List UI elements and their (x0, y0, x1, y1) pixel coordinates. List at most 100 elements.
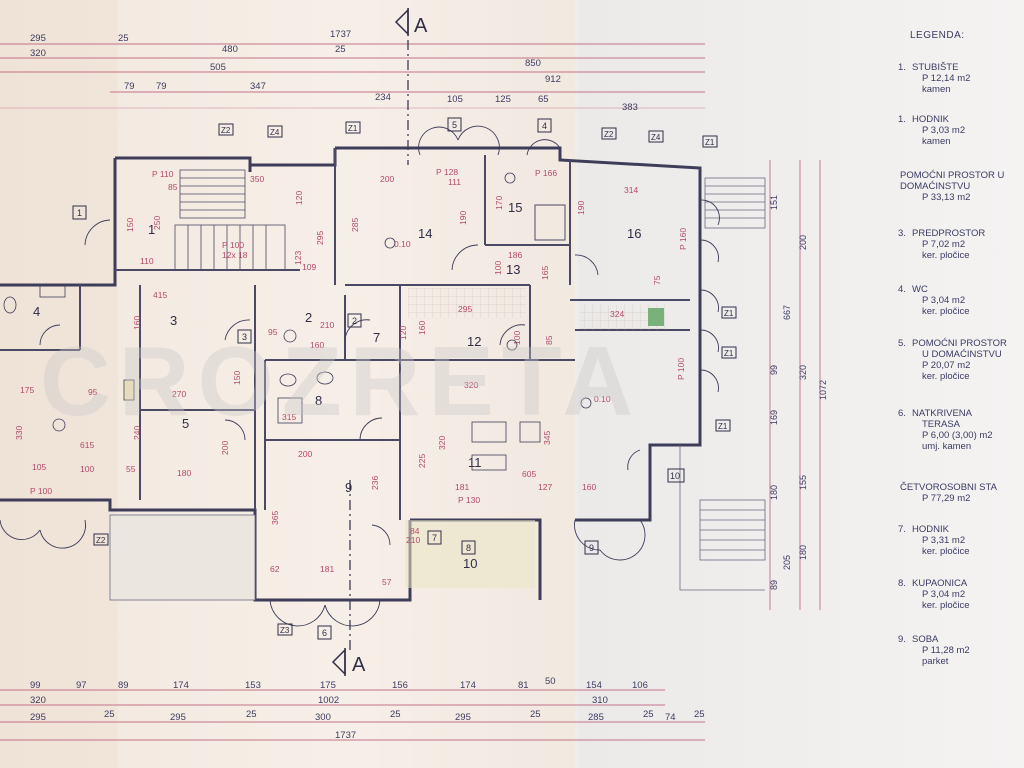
dim-r11-127: 127 (538, 482, 552, 492)
legend-material: kamen (922, 84, 951, 95)
section-label-top: A (414, 15, 428, 37)
dim-r1-295: 295 (315, 231, 325, 245)
door-4-num: 4 (542, 121, 547, 131)
dim-top-79b: 79 (156, 81, 167, 92)
dim-r8-160: 160 (310, 340, 324, 350)
dim-bot-175: 175 (320, 680, 336, 691)
legend-section-cetvorosobni: ČETVOROSOBNI STA P 77,29 m2 (898, 482, 1024, 504)
dim-right-320: 320 (798, 365, 808, 380)
dim-right-180b: 180 (798, 545, 808, 560)
tag-z1-c (721, 306, 737, 319)
dim-r11-p130: P 130 (458, 495, 480, 505)
legend-num: 5. (898, 338, 906, 349)
dim-r11-605: 605 (522, 469, 536, 479)
dim-bot-285: 285 (588, 712, 604, 723)
dim-bot-1002: 1002 (318, 695, 339, 706)
dim-r12-85: 85 (544, 335, 554, 345)
dim-right-667: 667 (782, 305, 792, 320)
dim-r5-615: 615 (80, 440, 94, 450)
dim-top-79a: 79 (124, 81, 135, 92)
dim-r16-314: 314 (624, 185, 638, 195)
tag-z2-b (601, 127, 617, 140)
dim-bot-1737: 1737 (335, 730, 356, 741)
legend-panel: LEGENDA: 1.STUBIŠTE P 12,14 m2 kamen 1.H… (898, 30, 1024, 730)
tag-z2-b-text: Z2 (604, 130, 614, 139)
dim-bot-156: 156 (392, 680, 408, 691)
door-2-box (347, 313, 362, 328)
legend-material: parket (922, 656, 949, 667)
legend-name: POMOĆNI PROSTOR (912, 338, 1007, 349)
dim-right-1072: 1072 (818, 380, 828, 400)
tag-z4-b (648, 130, 664, 143)
dim-bot-310: 310 (592, 695, 608, 706)
dim-bot-295c: 295 (455, 712, 471, 723)
dim-r1-123: 123 (293, 251, 303, 265)
dim-bot-81: 81 (518, 680, 529, 691)
dim-r8-95: 95 (268, 327, 278, 337)
tag-z2-c (93, 533, 109, 546)
legend-num: 8. (898, 578, 906, 589)
legend-material: kamen (922, 136, 951, 147)
dim-bot-97: 97 (76, 680, 87, 691)
legend-area: P 3,31 m2 (922, 535, 966, 546)
door-8-num: 8 (466, 543, 471, 553)
legend-item-9: 9.SOBA P 11,28 m2 parket (898, 634, 1024, 667)
dim-top-912: 912 (545, 74, 561, 85)
dim-r1-120: 120 (294, 191, 304, 205)
dim-r13-186: 186 (508, 250, 522, 260)
dim-bot-89: 89 (118, 680, 129, 691)
legend-material: ker. pločice (922, 546, 970, 557)
dim-r16-190: 190 (576, 201, 586, 215)
dim-bot-74: 74 (665, 712, 676, 723)
legend-material: ker. pločice (922, 371, 970, 382)
tag-z2-a-text: Z2 (221, 126, 231, 135)
tag-z1-c-text: Z1 (724, 309, 734, 318)
dim-r3-160: 160 (132, 316, 142, 330)
dim-r14-190: 190 (458, 211, 468, 225)
dim-r3-95: 95 (88, 387, 98, 397)
legend-item-2: 1.HODNIK P 3,03 m2 kamen (898, 114, 1024, 147)
kitchen-counter (408, 288, 526, 318)
tag-z1-b-text: Z1 (705, 138, 715, 147)
room-1-label: 1 (148, 222, 155, 237)
dim-top-105: 105 (447, 94, 463, 105)
tag-z1-b (702, 135, 718, 148)
dim-r1-110: 110 (140, 256, 154, 266)
room-3-label: 3 (170, 313, 177, 328)
door-9-num: 9 (589, 543, 594, 553)
dim-right-200: 200 (798, 235, 808, 250)
legend-area: P 11,28 m2 (922, 645, 970, 656)
tag-z1-a (345, 121, 361, 134)
dim-bot-25d: 25 (530, 709, 541, 720)
dim-r5-180: 180 (177, 468, 191, 478)
door-9-box (584, 540, 599, 555)
dim-top-234: 234 (375, 92, 391, 103)
dim-r9-57: 57 (382, 577, 392, 587)
dim-r9-210: 210 (406, 535, 420, 545)
tag-z4-b-text: Z4 (651, 133, 661, 142)
dim-r12-295: 295 (458, 304, 472, 314)
dim-r11-320: 320 (464, 380, 478, 390)
inner-walls (0, 148, 690, 520)
bottom-dimensions (0, 689, 705, 741)
dim-top-65: 65 (538, 94, 549, 105)
section-mark-top: A (394, 8, 428, 37)
dim-bot-153: 153 (245, 680, 261, 691)
legend-item-3: 3.PREDPROSTOR P 7,02 m2 ker. pločice (898, 228, 1024, 261)
room-15-label: 15 (508, 200, 522, 215)
dim-bot-320: 320 (30, 695, 46, 706)
tag-z2-a (218, 123, 234, 136)
dim-r8-210: 210 (320, 320, 334, 330)
dim-bot-25a: 25 (104, 709, 115, 720)
legend-material: umj. kamen (922, 441, 972, 452)
room-14-label: 14 (418, 226, 432, 241)
legend-material: ker. pločice (922, 250, 970, 261)
legend-num: 1. (898, 62, 906, 73)
dim-right-169: 169 (769, 410, 779, 425)
legend-area: P 3,04 m2 (922, 295, 966, 306)
dim-r3-270: 270 (172, 389, 186, 399)
door-10-num: 10 (670, 471, 680, 481)
dim-right-151: 151 (769, 195, 779, 210)
legend-area: P 77,29 m2 (922, 493, 971, 504)
